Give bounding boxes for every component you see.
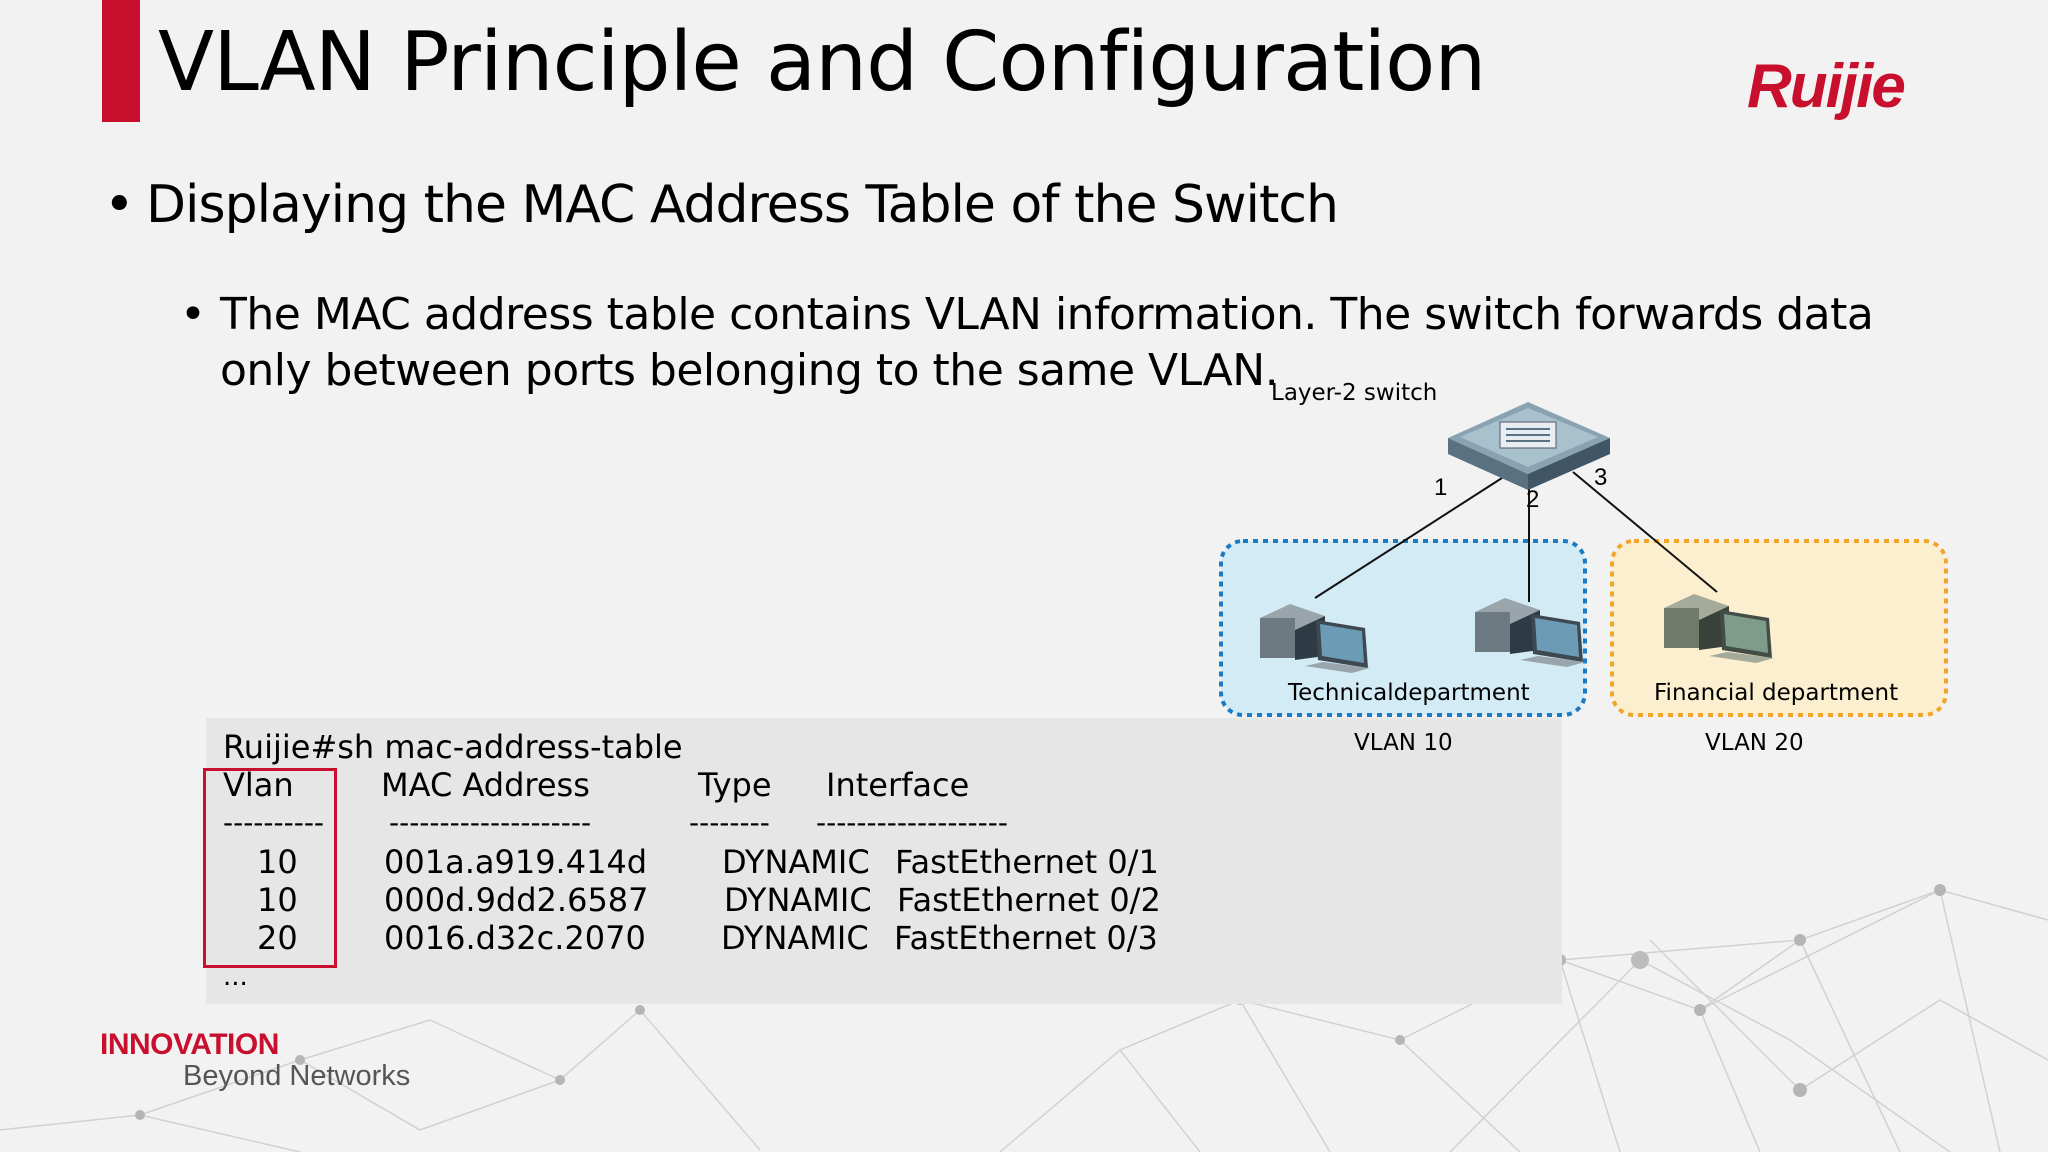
link-port-3 <box>1572 471 1718 593</box>
column-header-vlan: Vlan <box>223 766 294 804</box>
finance-department-label: Financial department <box>1654 680 1899 706</box>
column-header-mac: MAC Address <box>381 766 590 804</box>
separator-interface: ------------------- <box>816 806 1008 839</box>
table-row-3-mac: 0016.d32c.2070 <box>384 919 646 957</box>
port-label-1: 1 <box>1434 474 1448 501</box>
table-row-1-mac: 001a.a919.414d <box>384 843 648 881</box>
table-row-2-vlan: 10 <box>257 881 298 919</box>
port-label-2: 2 <box>1526 486 1540 513</box>
title-accent-bar <box>102 0 140 122</box>
vlan10-label: VLAN 10 <box>1354 730 1453 756</box>
table-row-2-mac: 000d.9dd2.6587 <box>384 881 649 919</box>
port-label-3: 3 <box>1594 464 1608 491</box>
switch-label: Layer-2 switch <box>1271 380 1438 406</box>
footer-brand-line1: INNOVATION <box>100 1028 279 1061</box>
pc-icon-tech-1 <box>1260 604 1370 673</box>
pc-icon-finance <box>1664 594 1774 663</box>
bullet-dot: • <box>180 289 206 340</box>
separator-vlan: ---------- <box>223 806 325 839</box>
column-header-interface: Interface <box>826 766 970 804</box>
main-bullet: •Displaying the MAC Address Table of the… <box>104 168 1339 242</box>
sub-bullet: • The MAC address table contains VLAN in… <box>180 287 1940 399</box>
ruijie-logo: Ruijie <box>1747 52 1906 121</box>
link-port-1 <box>1314 477 1503 599</box>
switch-icon <box>1448 402 1610 490</box>
table-row-1-interface: FastEthernet 0/1 <box>895 843 1159 881</box>
separator-type: -------- <box>689 806 770 839</box>
vlan20-zone <box>1610 539 1948 717</box>
table-row-2-interface: FastEthernet 0/2 <box>897 881 1161 919</box>
table-row-1-vlan: 10 <box>257 843 298 881</box>
table-row-3-type: DYNAMIC <box>721 919 869 957</box>
footer-brand-line2: Beyond Networks <box>183 1060 411 1092</box>
pc-icon-tech-2 <box>1475 598 1585 667</box>
cli-output-box <box>206 718 1562 1004</box>
vlan-column-highlight <box>203 768 337 968</box>
bullet-dot: • <box>104 175 135 235</box>
cli-command: Ruijie#sh mac-address-table <box>223 728 683 766</box>
vlan20-label: VLAN 20 <box>1705 730 1804 756</box>
column-header-type: Type <box>698 766 772 804</box>
table-row-3-vlan: 20 <box>257 919 298 957</box>
table-row-1-type: DYNAMIC <box>722 843 870 881</box>
main-bullet-text: Displaying the MAC Address Table of the … <box>146 175 1339 235</box>
separator-mac: -------------------- <box>389 806 592 839</box>
table-row-2-type: DYNAMIC <box>724 881 872 919</box>
table-row-3-interface: FastEthernet 0/3 <box>894 919 1158 957</box>
svg-text:Ruijie: Ruijie <box>1747 52 1904 121</box>
tech-department-label: Technicaldepartment <box>1288 680 1530 706</box>
sub-bullet-text: The MAC address table contains VLAN info… <box>220 289 1874 396</box>
slide-title: VLAN Principle and Configuration <box>158 15 1486 110</box>
